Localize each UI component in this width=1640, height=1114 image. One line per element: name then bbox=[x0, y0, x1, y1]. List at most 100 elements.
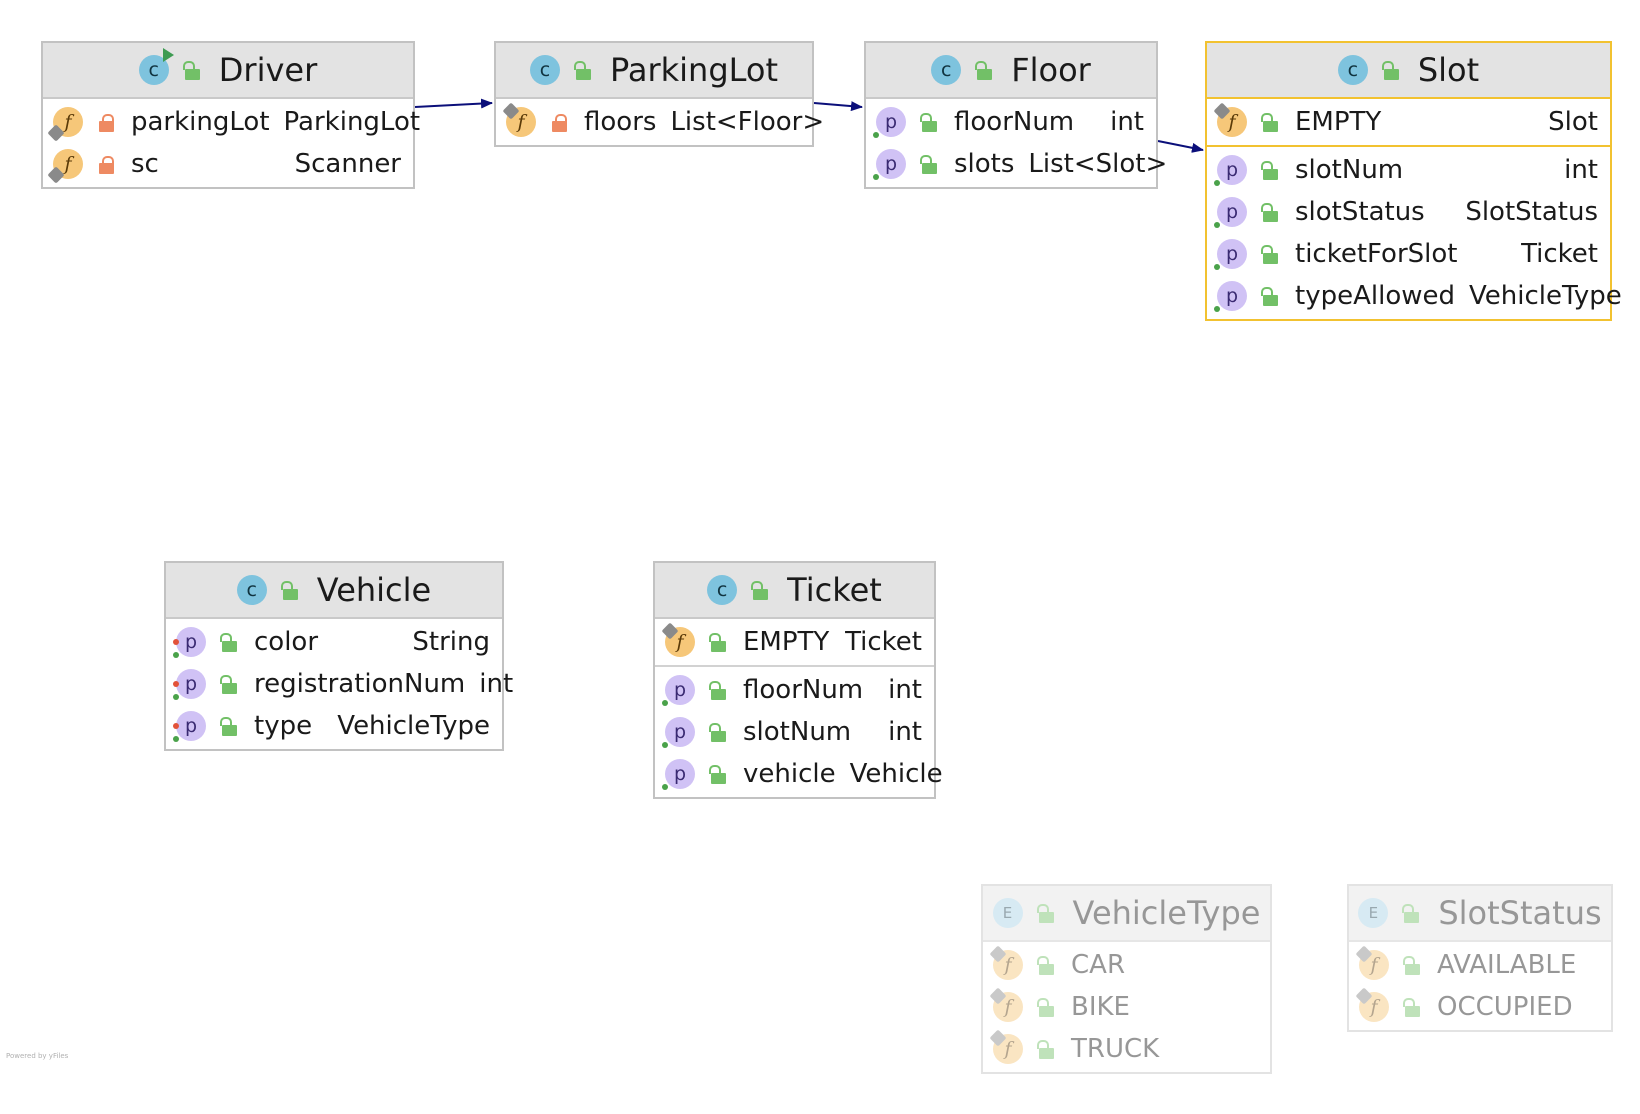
field-icon: f bbox=[47, 107, 83, 142]
property-icon: p bbox=[873, 149, 906, 180]
member-name: OCCUPIED bbox=[1437, 992, 1573, 1022]
public-lock-icon bbox=[573, 60, 594, 80]
member-name: ticketForSlot bbox=[1295, 239, 1458, 269]
public-lock-icon bbox=[1037, 997, 1057, 1017]
member-name: floorNum bbox=[954, 107, 1075, 137]
public-lock-icon bbox=[1381, 60, 1402, 80]
public-lock-icon bbox=[1037, 955, 1057, 975]
public-lock-icon bbox=[1402, 903, 1422, 923]
class-name: Driver bbox=[218, 51, 318, 89]
getter-dot-icon bbox=[662, 700, 668, 706]
property-icon: p bbox=[173, 669, 206, 700]
getter-dot-icon bbox=[1214, 222, 1220, 228]
property-icon: p bbox=[1214, 239, 1247, 270]
member-name: color bbox=[254, 627, 319, 657]
member-name: slotStatus bbox=[1295, 197, 1425, 227]
member-name: TRUCK bbox=[1071, 1034, 1160, 1064]
member-type: Ticket bbox=[845, 627, 922, 657]
getter-dot-icon bbox=[873, 132, 879, 138]
property-icon: p bbox=[1214, 197, 1247, 228]
getter-dot-icon bbox=[1214, 306, 1220, 312]
member-name: vehicle bbox=[743, 759, 836, 789]
run-marker-icon bbox=[162, 48, 174, 62]
class-name: ParkingLot bbox=[609, 51, 779, 89]
field-icon: f bbox=[1213, 102, 1247, 137]
enum-icon: E bbox=[1358, 898, 1389, 928]
public-lock-icon bbox=[1261, 202, 1281, 222]
public-lock-icon bbox=[1403, 955, 1423, 975]
member-type: String bbox=[412, 627, 490, 657]
field-icon: f bbox=[989, 1029, 1023, 1064]
getter-dot-icon bbox=[173, 694, 179, 700]
member-name: floors bbox=[584, 107, 657, 137]
private-lock-icon bbox=[97, 112, 117, 132]
member-type: int bbox=[1110, 107, 1144, 137]
class-name: Ticket bbox=[787, 571, 882, 609]
public-lock-icon bbox=[920, 154, 940, 174]
public-lock-icon bbox=[1036, 903, 1057, 923]
public-lock-icon bbox=[920, 112, 940, 132]
field-icon: f bbox=[661, 622, 695, 657]
class-name: Floor bbox=[1011, 51, 1091, 89]
property-icon: p bbox=[1214, 281, 1247, 312]
field-icon: f bbox=[989, 945, 1023, 980]
member-type: int bbox=[888, 717, 922, 747]
member-name: floorNum bbox=[743, 675, 864, 705]
member-type: VehicleType bbox=[1469, 281, 1622, 311]
getter-dot-icon bbox=[173, 652, 179, 658]
property-icon: p bbox=[1214, 155, 1247, 186]
edge-driver-to-parkinglot[interactable] bbox=[414, 98, 493, 109]
class-name: Slot bbox=[1417, 51, 1480, 89]
getter-dot-icon bbox=[1214, 264, 1220, 270]
setter-dot-icon bbox=[173, 723, 179, 729]
property-icon: p bbox=[662, 675, 695, 706]
class-icon: c bbox=[529, 55, 560, 85]
public-lock-icon bbox=[709, 632, 729, 652]
member-name: sc bbox=[131, 149, 159, 179]
public-lock-icon bbox=[220, 674, 240, 694]
class-header[interactable]: c ParkingLot bbox=[496, 43, 812, 99]
property-icon: p bbox=[173, 711, 206, 742]
public-lock-icon bbox=[709, 680, 729, 700]
getter-dot-icon bbox=[173, 736, 179, 742]
property-icon: p bbox=[662, 759, 695, 790]
member-row[interactable]: f TRUCK bbox=[983, 1028, 1270, 1070]
